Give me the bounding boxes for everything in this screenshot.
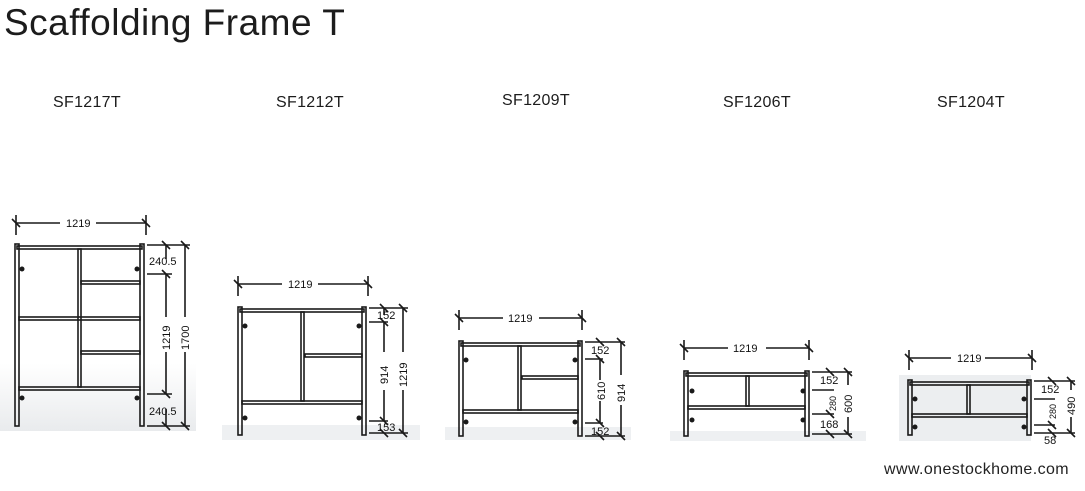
width-dimension: 1219 xyxy=(957,353,981,365)
bottom-dimension: 168 xyxy=(820,419,838,431)
top-dimension: 152 xyxy=(377,310,395,322)
frame-drawing-sf1209t: 1219 152 152 610 914 xyxy=(445,305,635,443)
width-dimension: 1219 xyxy=(288,279,312,291)
top-dimension: 152 xyxy=(1041,384,1059,396)
bottom-dimension: 152 xyxy=(591,426,609,438)
bottom-dimension: 58 xyxy=(1044,435,1056,445)
total-dimension: 1700 xyxy=(180,326,192,350)
frame-drawing-sf1206t: 1219 152 168 280 600 xyxy=(670,335,870,443)
middle-dimension: 610 xyxy=(596,382,608,400)
middle-dimension: 280 xyxy=(1048,404,1058,419)
top-dimension: 152 xyxy=(820,375,838,387)
website-url: www.onestockhome.com xyxy=(884,461,1069,478)
model-label-sf1217t: SF1217T xyxy=(53,94,121,111)
model-label-sf1212t: SF1212T xyxy=(276,94,344,111)
model-label-sf1204t: SF1204T xyxy=(937,94,1005,111)
frame-drawing-sf1204t: 1219 152 58 280 490 xyxy=(893,345,1085,445)
frame-drawing-sf1212t: 1219 152 153 914 1219 xyxy=(222,270,422,442)
width-dimension: 1219 xyxy=(733,343,757,355)
model-label-sf1209t: SF1209T xyxy=(502,92,570,109)
width-dimension: 1219 xyxy=(508,313,532,325)
middle-dimension: 914 xyxy=(379,366,391,384)
model-label-sf1206t: SF1206T xyxy=(723,94,791,111)
top-dimension: 240.5 xyxy=(149,256,177,268)
top-dimension: 152 xyxy=(591,345,609,357)
bottom-dimension: 240.5 xyxy=(149,406,177,418)
total-dimension: 490 xyxy=(1066,397,1078,415)
middle-dimension: 280 xyxy=(828,396,838,411)
frame-drawing-sf1217t: 1219 240.5 240.5 1219 1700 xyxy=(0,205,200,435)
bottom-dimension: 153 xyxy=(377,422,395,434)
middle-dimension: 1219 xyxy=(161,326,173,350)
total-dimension: 914 xyxy=(616,384,628,402)
page-title: Scaffolding Frame T xyxy=(4,2,346,43)
total-dimension: 600 xyxy=(843,395,855,413)
width-dimension: 1219 xyxy=(66,218,90,230)
total-dimension: 1219 xyxy=(398,363,410,387)
